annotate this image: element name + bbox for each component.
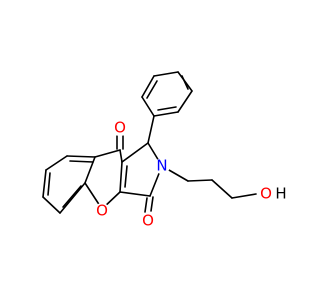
hydroxyl-oxygen-label: O	[260, 185, 272, 203]
lactam-oxygen-label: O	[142, 212, 154, 230]
bond	[146, 80, 158, 99]
label-mask	[154, 158, 170, 174]
label-mask	[112, 120, 128, 136]
hydroxyl-hydrogen-label: H	[275, 185, 286, 203]
bond	[66, 155, 96, 158]
bond	[119, 149, 123, 163]
bond	[45, 155, 68, 171]
bond	[47, 172, 51, 196]
bond	[181, 75, 189, 90]
bond	[94, 149, 121, 158]
molecule-diagram: O O O N O H	[42, 71, 287, 230]
bonds-group	[42, 71, 257, 214]
bond	[187, 179, 213, 182]
label-mask	[140, 213, 156, 229]
bond	[59, 182, 86, 214]
ketone-oxygen-label: O	[114, 119, 126, 137]
bond	[119, 161, 123, 193]
bond	[144, 197, 148, 213]
bond	[42, 169, 47, 198]
ring-oxygen-label: O	[96, 202, 108, 220]
bond	[211, 179, 233, 199]
bond	[150, 196, 154, 212]
bond	[153, 71, 179, 77]
bond	[124, 165, 128, 188]
bond	[69, 160, 94, 163]
bond	[141, 75, 155, 98]
nitrogen-label: N	[156, 157, 167, 175]
molecule-canvas: O O O N O H	[42, 71, 287, 230]
bond	[147, 115, 155, 144]
bond	[157, 106, 177, 111]
bond	[42, 196, 61, 214]
label-mask	[257, 185, 275, 203]
bond	[177, 90, 193, 113]
bond	[119, 191, 151, 197]
bond	[153, 111, 179, 117]
bond	[62, 185, 82, 208]
atom-labels-group: O O O N O H	[94, 119, 287, 230]
label-mask	[94, 203, 110, 219]
bond	[141, 96, 155, 117]
bond	[121, 142, 149, 163]
bond	[231, 193, 257, 199]
bond	[84, 156, 96, 184]
